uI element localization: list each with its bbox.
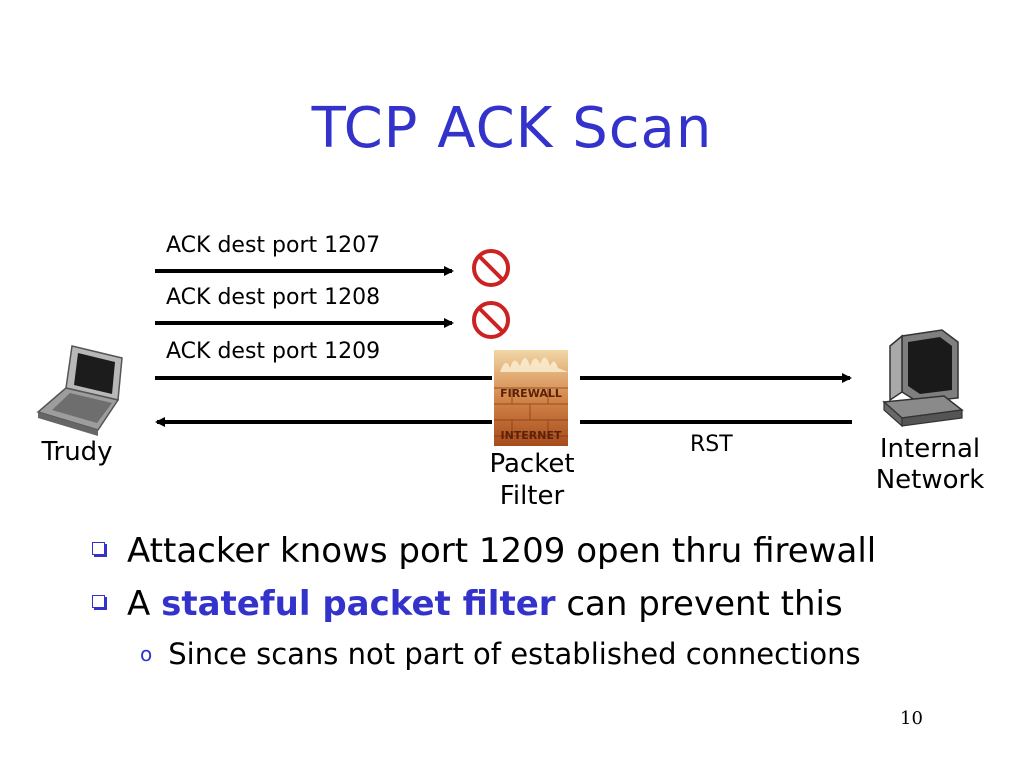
sub-bullet-marker: o xyxy=(140,642,153,666)
bullet-item: A stateful packet filter can prevent thi… xyxy=(92,584,843,624)
message-label-ack-1207: ACK dest port 1207 xyxy=(166,233,381,258)
bullet-text-prefix: A xyxy=(127,584,162,624)
bullet-text: Attacker knows port 1209 open thru firew… xyxy=(127,531,877,571)
sub-bullet-item: o Since scans not part of established con… xyxy=(140,637,861,671)
node-label-packet-filter-line1: Packet xyxy=(489,449,575,479)
node-label-internal-network: Internal Network xyxy=(862,434,998,496)
slide-title: TCP ACK Scan xyxy=(311,96,713,161)
sub-bullet-text: Since scans not part of established conn… xyxy=(168,637,861,671)
page-number: 10 xyxy=(900,708,923,729)
node-label-internal-network-line2: Network xyxy=(875,465,985,495)
bullet-square-icon xyxy=(92,595,105,608)
node-label-packet-filter: Packet Filter xyxy=(470,448,594,512)
bullet-square-icon xyxy=(92,542,105,555)
message-label-ack-1208: ACK dest port 1208 xyxy=(166,285,381,310)
bullet-item: Attacker knows port 1209 open thru firew… xyxy=(92,531,876,571)
firewall-icon-text-top: FIREWALL xyxy=(500,387,562,400)
node-label-packet-filter-line2: Filter xyxy=(499,481,565,511)
bullet-text-highlight: stateful packet filter xyxy=(161,584,556,624)
desktop-computer-icon xyxy=(882,329,964,428)
no-entry-icon xyxy=(472,301,510,339)
no-entry-icon xyxy=(472,249,510,287)
firewall-icon: FIREWALL INTERNET xyxy=(494,350,568,446)
node-label-trudy: Trudy xyxy=(41,437,113,467)
message-label-ack-1209: ACK dest port 1209 xyxy=(166,339,381,364)
firewall-icon-text-bottom: INTERNET xyxy=(500,429,562,442)
node-label-internal-network-line1: Internal xyxy=(879,434,981,464)
bullet-text-suffix: can prevent this xyxy=(555,584,843,624)
message-label-rst: RST xyxy=(690,432,733,457)
laptop-icon xyxy=(36,345,123,436)
